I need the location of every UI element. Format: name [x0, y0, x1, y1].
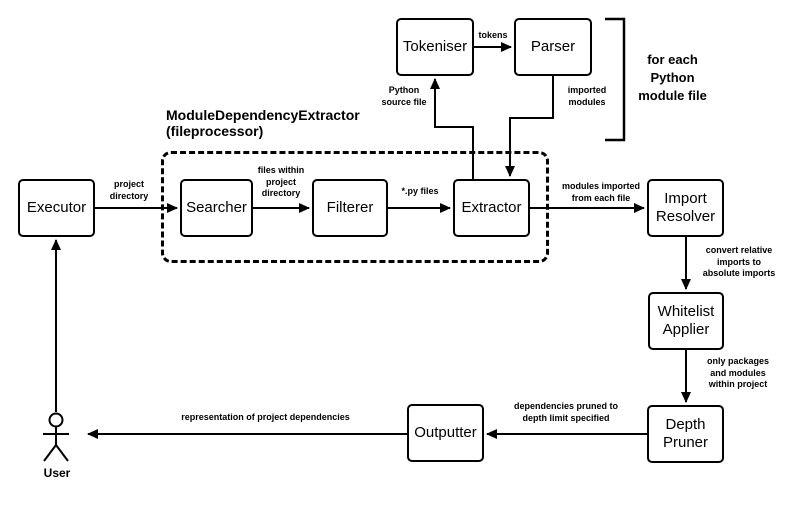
node-import-resolver-label: Import Resolver — [655, 190, 716, 225]
node-filterer: Filterer — [312, 179, 388, 237]
node-searcher-label: Searcher — [186, 199, 247, 216]
node-searcher: Searcher — [180, 179, 253, 237]
edge-label-imported-modules: imported modules — [567, 85, 607, 107]
edge-label-tokens: tokens — [478, 30, 508, 40]
for-each-bracket — [605, 17, 626, 142]
edge-label-only-packages: only packages and modules within project — [706, 356, 770, 390]
node-depth-pruner: Depth Pruner — [647, 405, 724, 463]
edge-parser-to-extractor — [505, 76, 554, 177]
node-whitelist-applier-label: Whitelist Applier — [657, 303, 715, 338]
module-dependency-extractor-container — [161, 151, 549, 263]
user-actor-label: User — [43, 466, 71, 480]
for-each-python-module-file-note: for each Python module file — [638, 52, 707, 104]
node-parser: Parser — [514, 18, 592, 76]
edge-label-files-within-project-directory: files within project directory — [257, 165, 305, 199]
node-depth-pruner-label: Depth Pruner — [662, 416, 709, 451]
node-extractor: Extractor — [453, 179, 530, 237]
edge-label-py-files: *.py files — [401, 186, 439, 196]
container-title: ModuleDependencyExtractor (fileprocessor… — [166, 107, 360, 140]
edge-label-project-directory: project directory — [109, 179, 149, 201]
node-whitelist-applier: Whitelist Applier — [648, 292, 724, 350]
node-extractor-label: Extractor — [461, 199, 522, 216]
node-tokeniser-label: Tokeniser — [402, 38, 468, 55]
user-leg-right — [55, 444, 69, 462]
edge-label-modules-imported-from-each-file: modules imported from each file — [561, 181, 640, 203]
edge-label-convert-relative-imports: convert relative imports to absolute imp… — [702, 245, 776, 279]
edge-label-python-source-file: Python source file — [381, 85, 427, 107]
user-leg-left — [43, 444, 57, 462]
node-executor: Executor — [18, 179, 95, 237]
node-outputter: Outputter — [407, 404, 484, 462]
edge-label-dependencies-pruned: dependencies pruned to depth limit speci… — [513, 401, 618, 423]
user-head — [48, 412, 64, 428]
node-parser-label: Parser — [530, 38, 576, 55]
node-import-resolver: Import Resolver — [647, 179, 724, 237]
node-outputter-label: Outputter — [414, 424, 477, 441]
node-executor-label: Executor — [26, 199, 87, 216]
edge-label-representation: representation of project dependencies — [181, 412, 350, 422]
node-tokeniser: Tokeniser — [396, 18, 474, 76]
user-actor-icon — [43, 412, 69, 462]
node-filterer-label: Filterer — [326, 199, 374, 216]
